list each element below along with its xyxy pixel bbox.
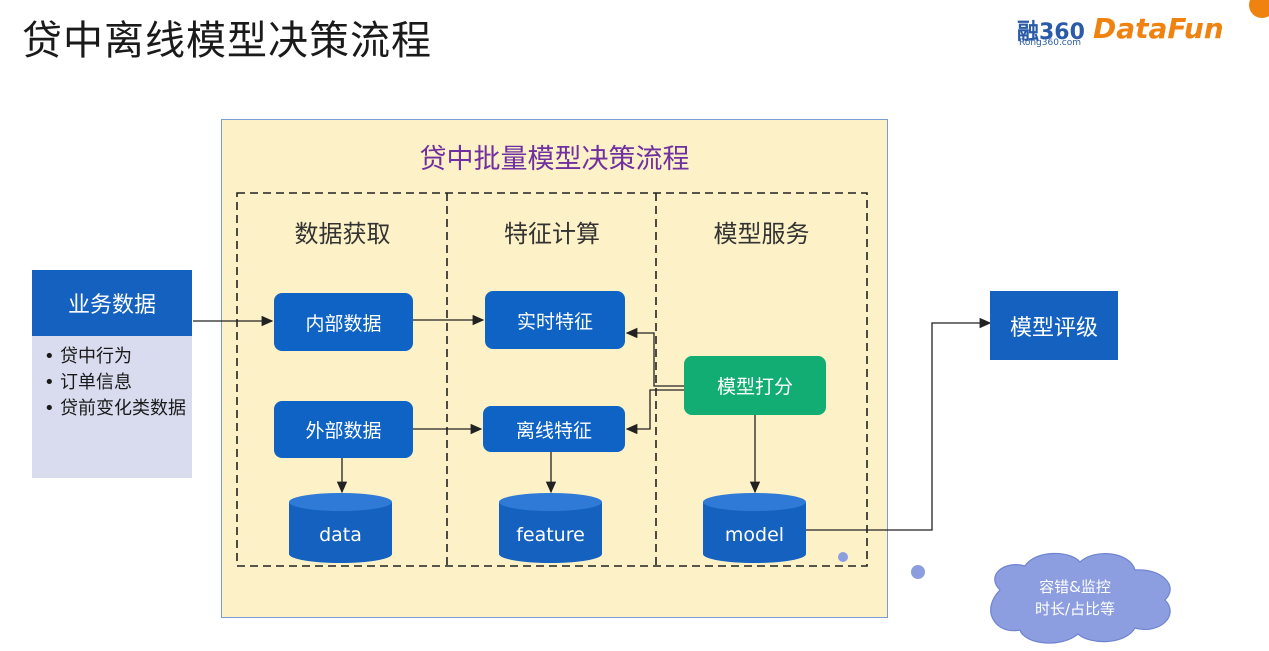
cloud-callout [838,552,1171,644]
cylinder-feature [499,493,602,563]
panel-title: 贷中批量模型决策流程 [419,144,690,175]
list-item: 贷前变化类数据 [40,396,190,422]
column-heading-data-acquisition: 数据获取 [294,220,391,248]
cylinder-shapes [289,493,806,563]
business-data-title: 业务数据 [32,270,192,336]
list-item: 订单信息 [40,370,190,396]
arrow-scoring-realtime [625,327,684,387]
arrow-model-rating [806,317,992,531]
datafun-logo: DataFun [1093,12,1224,45]
logo-area: 融360 Rong360.com DataFun [1007,0,1269,54]
cloud-line-1: 容错&监控 [1039,578,1111,596]
rong360-logo: 融360 [1017,20,1085,45]
rong360-url: Rong360.com [1019,38,1082,48]
external-data-node: 外部数据 [274,401,413,458]
slide-title: 贷中离线模型决策流程 [22,18,432,64]
logo-dot [1249,0,1269,18]
data-store-label: data [319,524,362,546]
model-store-label: model [724,524,785,546]
business-data-list: 贷中行为 订单信息 贷前变化类数据 [40,344,190,422]
cylinder-data [289,493,392,563]
model-rating-node: 模型评级 [990,291,1118,360]
column-heading-model-service: 模型服务 [713,220,810,248]
cloud-note: 容错&监控 时长/占比等 [1000,576,1150,620]
list-item: 贷中行为 [40,344,190,370]
model-scoring-node: 模型打分 [684,356,826,415]
realtime-feature-node: 实时特征 [485,291,625,349]
arrow-scoring-offline [625,389,684,435]
cloud-line-2: 时长/占比等 [1034,600,1116,618]
cylinder-model [703,493,806,563]
column-heading-feature-computation: 特征计算 [504,220,600,248]
column-frames [236,192,868,567]
feature-store-label: feature [516,524,585,546]
offline-feature-node: 离线特征 [483,406,625,452]
dashed-outer-frame [236,192,868,567]
internal-data-node: 内部数据 [274,293,413,351]
